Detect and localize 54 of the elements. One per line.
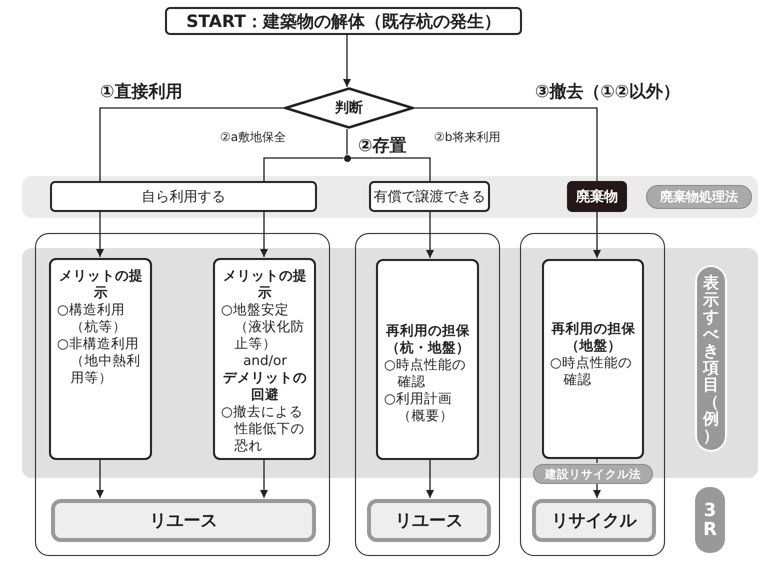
box-heading: 再利用の担保（地盤） [550,321,636,355]
start-box: START：建築物の解体（既存杭の発生） [165,7,522,35]
result-box: リユース [367,499,491,542]
connector-word: and/or [242,353,288,370]
box-heading: メリットの提示 [58,268,144,302]
process-box: 自ら利用する [50,181,317,212]
side-badge [695,487,725,553]
arrow [343,35,351,87]
arrow [260,459,268,498]
decision-label: 判断 [335,99,363,117]
arrow [426,459,434,498]
box-heading: デメリットの回避 [222,370,308,404]
list-item: ○時点性能の確認 [550,355,633,389]
group-frame [355,233,500,556]
edge-label: ②存置 [358,134,406,156]
process-box [376,259,479,460]
arrow [593,483,601,498]
connector-line [350,157,431,181]
label-box: 廃棄物 [567,181,627,212]
list-item: ○構造利用（杭等） [57,302,128,336]
process-box [213,258,316,460]
list-item: ○撤去による性能低下の恐れ [221,404,306,455]
process-box [542,259,644,459]
badge-text: 3R [702,501,718,539]
arrow [260,212,268,257]
connector-line [263,157,344,181]
edge-label: ①直接利用 [100,80,182,102]
group-frame [520,233,665,556]
box-heading: メリットの提示 [222,268,308,302]
list-item: ○時点性能の確認 [384,357,467,391]
junction-dot [344,154,350,162]
group-frame [35,233,330,556]
connector-line [346,129,348,154]
arrow [593,212,601,258]
result-box: リユース [51,499,316,542]
edge-label: ③撤去（①②以外） [535,80,680,102]
law-badge: 廃棄物処理法 [646,185,752,209]
connector-line [99,107,284,181]
process-box [49,258,152,460]
arrow [96,212,104,257]
arrow [96,459,104,498]
law-badge: 建設リサイクル法 [533,464,653,484]
box-heading: 再利用の担保（杭・地盤） [385,323,471,357]
connector-line [414,107,598,181]
list-item: ○非構造利用（地中熱利用等） [57,336,142,387]
list-item: ○利用計画（概要） [384,391,454,425]
badge-text: 表示すべき項目（例） [703,274,719,444]
edge-label: ②b将来利用 [434,129,500,146]
edge-label: ②a敷地保全 [220,129,286,146]
process-box: 有償で譲渡できる [369,181,490,212]
decision-diamond [284,87,414,129]
result-box: リサイクル [532,499,656,542]
arrow [426,212,434,258]
side-badge [695,265,727,452]
